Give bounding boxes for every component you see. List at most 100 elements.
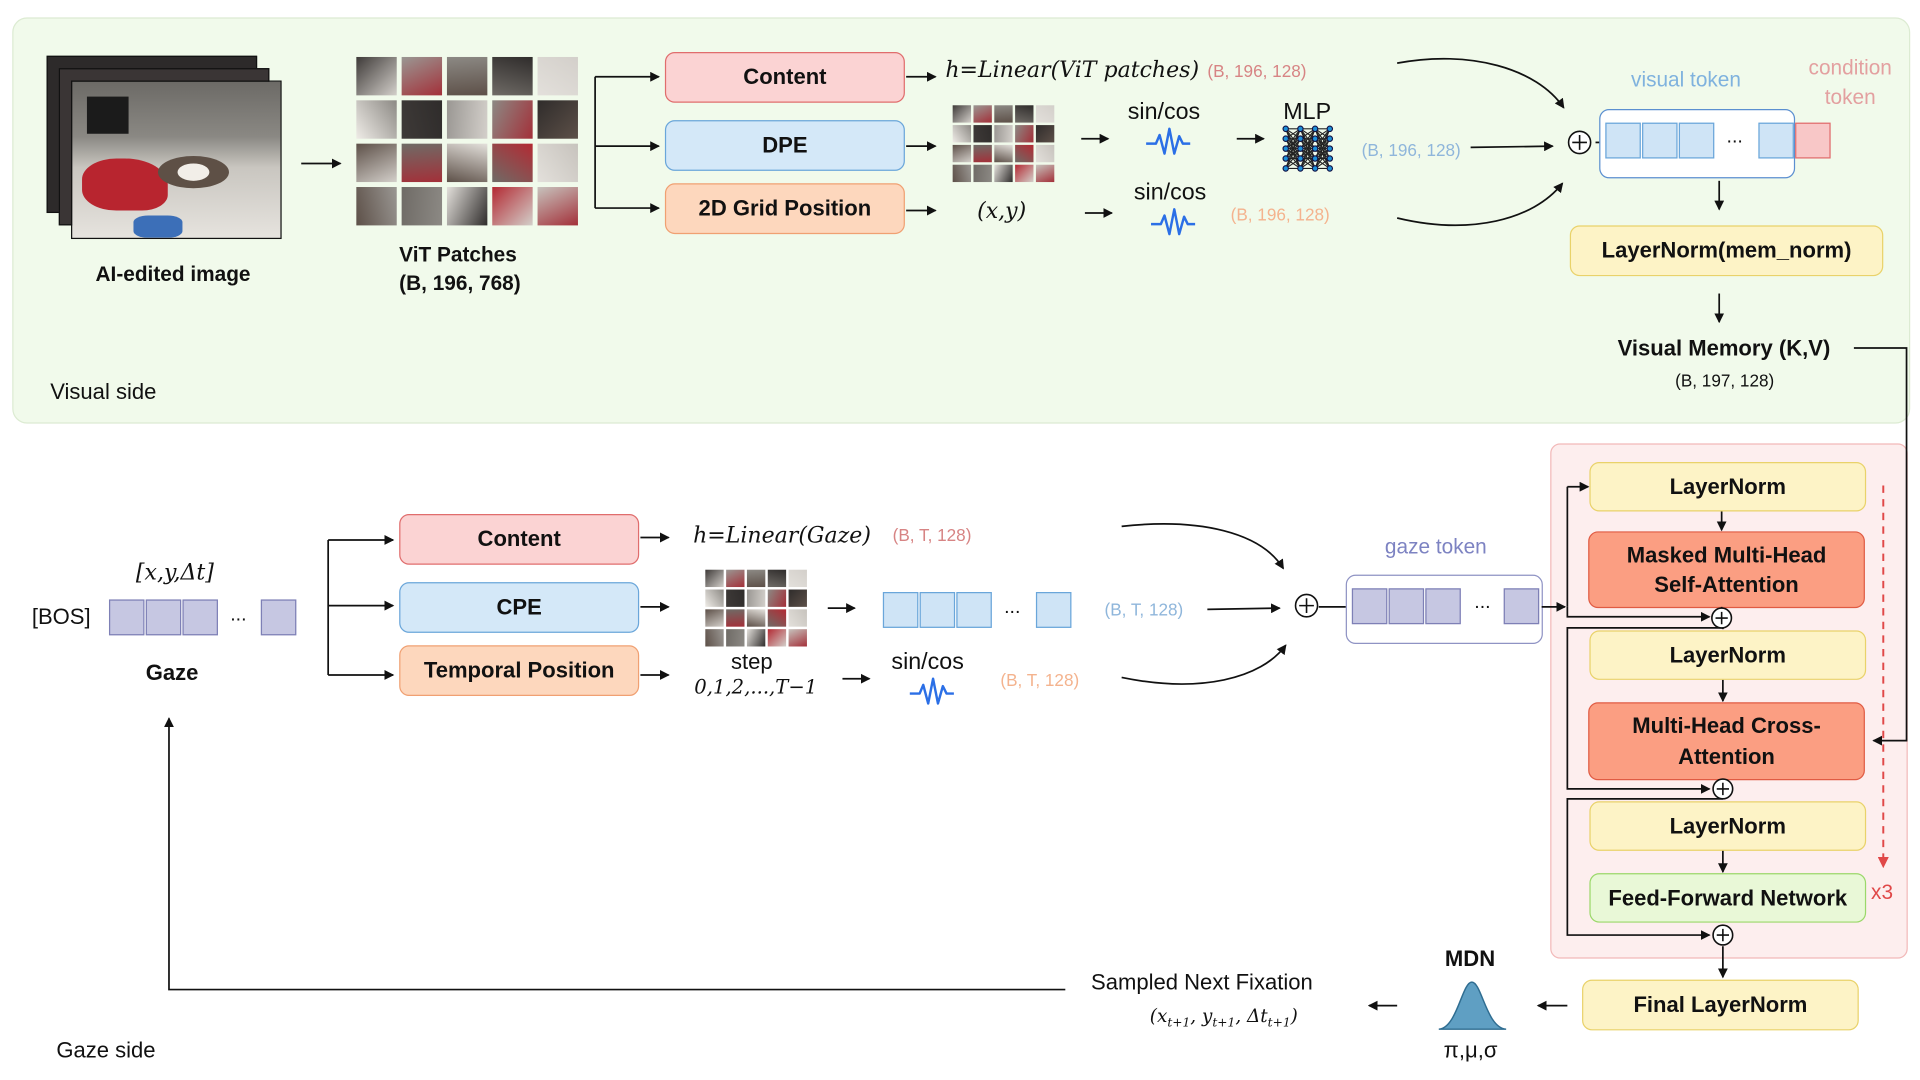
cpe-token-cell — [1035, 592, 1072, 628]
layernorm-1-box: LayerNorm — [1589, 461, 1867, 512]
arrow — [1121, 523, 1285, 570]
masked-self-attention-box: Masked Multi-Head Self-Attention — [1588, 531, 1865, 609]
gaze-input-cell — [108, 599, 145, 636]
gaze-content-box: Content — [399, 513, 640, 565]
image-patch — [537, 100, 578, 139]
step-label: step — [731, 648, 773, 674]
image-patch — [726, 569, 745, 588]
gaze-label: Gaze — [145, 660, 199, 685]
input-image-label: AI-edited image — [95, 262, 251, 287]
image-patch — [705, 609, 724, 627]
arrow — [1207, 603, 1281, 614]
visual-token-cell — [1678, 122, 1715, 159]
image-patch — [994, 144, 1013, 163]
mlp-label: MLP — [1283, 99, 1332, 126]
mdn-params: π,μ,σ — [1443, 1037, 1498, 1063]
repeat-label: x3 — [1871, 880, 1894, 905]
dpe-sincos-label: sin/cos — [1127, 99, 1201, 126]
gaze-token-ellipsis: ... — [1474, 592, 1491, 614]
image-patch — [952, 125, 972, 143]
image-patch — [788, 569, 807, 588]
image-patch — [446, 143, 488, 183]
visual-side-label: Visual side — [50, 378, 157, 404]
image-patch — [746, 589, 766, 607]
image-patch — [401, 100, 443, 139]
dpe-patch-grid-icon — [952, 105, 1055, 183]
image-patch-grid-icon — [356, 56, 580, 229]
image-patch — [973, 164, 992, 183]
image-patch — [767, 629, 787, 647]
condition-token-cell — [1795, 122, 1831, 159]
dpe-dim: (B, 196, 128) — [1361, 139, 1461, 160]
visual-token-cell — [1758, 122, 1794, 159]
cpe-token-ellipsis: ... — [1004, 596, 1021, 619]
gaze-token-cell — [1351, 588, 1388, 625]
image-patch — [788, 609, 807, 627]
image-patch — [492, 56, 533, 96]
cpe-dim: (B, T, 128) — [1104, 599, 1184, 620]
image-patch — [446, 56, 488, 96]
image-patch — [952, 144, 972, 163]
image-patch — [401, 56, 443, 96]
image-patch — [492, 187, 533, 226]
image-patch — [973, 125, 992, 143]
image-patch — [746, 609, 766, 627]
image-patch — [705, 569, 724, 588]
image-patch — [1035, 125, 1055, 143]
image-patch — [767, 609, 787, 627]
image-patch — [746, 569, 766, 588]
visual-memory-dim: (B, 197, 128) — [1675, 370, 1775, 391]
image-patch — [788, 589, 807, 607]
cpe-token-cell — [882, 592, 919, 628]
cross-attention-box: Multi-Head Cross-Attention — [1588, 702, 1865, 781]
image-patch — [537, 56, 578, 96]
sampled-fixation-formula: (xt+1, yt+1, Δtt+1) — [1149, 1004, 1298, 1031]
image-patch — [537, 143, 578, 183]
cpe-token-cell — [956, 592, 992, 628]
image-patch — [1035, 144, 1055, 163]
image-patch — [1015, 164, 1034, 183]
sine-wave-icon — [909, 677, 954, 705]
step-sincos-label: sin/cos — [891, 648, 964, 675]
gaze-side-label: Gaze side — [56, 1037, 156, 1063]
image-patch — [973, 105, 992, 123]
gaze-content-formula: h=Linear(Gaze) — [693, 522, 871, 549]
grid-xy-label: (x,y) — [977, 198, 1027, 225]
final-layernorm-box: Final LayerNorm — [1582, 979, 1859, 1031]
layernorm-3-box: LayerNorm — [1589, 801, 1867, 851]
gaze-content-dim: (B, T, 128) — [892, 525, 972, 545]
visual-token-label: visual token — [1631, 68, 1741, 92]
gaze-token-cell — [1503, 588, 1540, 625]
gaze-input-cell — [145, 599, 182, 636]
visual-content-dim: (B, 196, 128) — [1207, 60, 1307, 81]
visual-token-ellipsis: ... — [1726, 126, 1743, 148]
image-patch — [705, 589, 724, 607]
cpe-patch-grid-icon — [705, 569, 807, 647]
temporal-position-box: Temporal Position — [399, 645, 640, 697]
visual-side-panel — [12, 17, 1911, 424]
plus-circle-icon — [1294, 593, 1319, 618]
step-range: 0,1,2,...,T−1 — [694, 674, 818, 699]
grid-sincos-label: sin/cos — [1133, 179, 1207, 206]
image-patch — [767, 569, 787, 588]
sampled-fixation-label: Sampled Next Fixation — [1091, 969, 1313, 995]
gaze-formula: [x,y,Δt] — [135, 559, 214, 586]
image-patch — [1035, 164, 1055, 183]
image-patch — [994, 105, 1013, 123]
image-patch — [726, 609, 745, 627]
image-patch — [994, 125, 1013, 143]
image-patch — [446, 100, 488, 139]
visual-memory-label: Visual Memory (K,V) — [1617, 335, 1831, 361]
image-patch — [492, 100, 533, 139]
image-patch — [401, 143, 443, 183]
gaze-token-cell — [1388, 588, 1425, 625]
grid-position-box: 2D Grid Position — [664, 183, 905, 235]
cat-photo-stack-icon — [46, 55, 285, 242]
image-patch — [767, 589, 787, 607]
gaze-input-cell — [260, 599, 297, 636]
image-patch — [1015, 144, 1034, 163]
gaze-token-label: gaze token — [1384, 535, 1487, 559]
image-patch — [446, 187, 488, 226]
image-patch — [356, 143, 397, 183]
